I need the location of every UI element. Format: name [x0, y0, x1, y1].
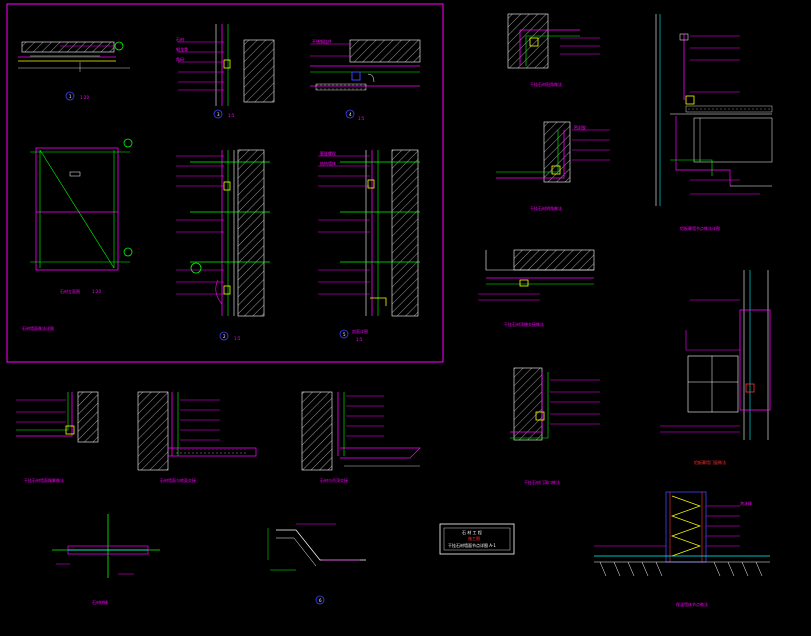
detail-bottom-4: 石材拼缝	[52, 514, 160, 605]
title-block: 石 材 工 程 施工图 干挂石材墙面节点详图 A-1	[439, 523, 515, 555]
title-line1: 石 材 工 程	[462, 529, 482, 535]
detail-5-scale: 1:5	[356, 337, 363, 342]
bot3-title: 保温墙体节点做法	[676, 601, 708, 607]
detail-right-4: 铝板幕墙节点做法详图	[655, 14, 773, 231]
dr4-title: 铝板幕墙节点做法详图	[680, 225, 720, 231]
label-c: 角码	[176, 56, 184, 62]
detail-2-num: 2	[223, 334, 226, 339]
detail-right-3: 干挂石材顶棚交接做法	[478, 249, 595, 327]
detail-1-num: 1	[69, 94, 72, 99]
br1-title: 干挂石材墙面踢脚做法	[24, 477, 64, 483]
detail-3-scale: 1:5	[228, 113, 235, 118]
detail-right-1: 干挂石材阳角做法	[507, 13, 600, 87]
detail-right-6: 干挂石材门洞口做法	[510, 367, 600, 485]
dr2-title: 干挂石材阴角做法	[530, 205, 562, 211]
detail-right-2: 干挂石材阴角做法	[496, 121, 610, 211]
dr1-title: 干挂石材阳角做法	[530, 81, 562, 87]
detail-3-num: 3	[217, 112, 220, 117]
label-g: 密封胶	[574, 124, 586, 130]
material-labels: 石材 钢龙骨 角码 不锈钢挂件 膨胀螺栓 结构墙体 密封胶 泡沫棒	[176, 36, 752, 506]
detail-bottom-2: 石材墙面与地面交接	[137, 391, 257, 483]
detail-4-num: 4	[349, 112, 352, 117]
label-a: 石材	[176, 36, 184, 42]
detail-2-scale: 1:5	[234, 336, 241, 341]
detail-5: 5 剖面详图 1:5	[318, 149, 420, 342]
br5-title: 铝板幕墙门窗做法	[694, 459, 726, 465]
detail-bottom-6: 保温墙体节点做法	[594, 491, 770, 607]
detail-bottom-1: 干挂石材墙面踢脚做法	[16, 391, 99, 483]
elevation-scale: 1:20	[92, 289, 101, 294]
title-line2: 施工图	[468, 535, 480, 541]
detail-4-scale: 1:5	[358, 116, 365, 121]
label-b: 钢龙骨	[176, 46, 188, 52]
detail-5-num: 5	[343, 332, 346, 337]
detail-4: 4 1:5	[310, 39, 421, 121]
elevation-title: 石材立面图	[60, 288, 80, 294]
stone-elevation: 石材立面图 1:20 石材墙面做法详图	[22, 138, 133, 331]
label-f: 结构墙体	[320, 160, 336, 166]
sheet-border	[6, 3, 444, 363]
detail-3: 3 1:5	[178, 24, 275, 119]
detail-right-5: 铝板幕墙门窗做法	[660, 270, 771, 465]
br3-title: 石材与吊顶交接	[320, 477, 348, 483]
title-line3: 干挂石材墙面节点详图 A-1	[448, 542, 496, 548]
detail-1-scale: 1:20	[80, 95, 89, 100]
bot2-num: 6	[319, 598, 322, 603]
detail-1-marker	[65, 91, 75, 101]
detail-1: 1 1:20	[18, 41, 130, 101]
bot1-title: 石材拼缝	[92, 599, 108, 605]
detail-2: 2 1:5	[176, 149, 270, 341]
br4-title: 干挂石材门洞口做法	[524, 479, 560, 485]
sheet-note: 石材墙面做法详图	[22, 325, 54, 331]
br2-title: 石材墙面与地面交接	[160, 477, 196, 483]
label-e: 膨胀螺栓	[320, 150, 336, 156]
detail-bottom-3: 石材与吊顶交接	[301, 391, 421, 483]
detail-bottom-5: 6	[267, 523, 366, 605]
label-d: 不锈钢挂件	[312, 38, 332, 44]
detail-5-title: 剖面详图	[352, 328, 368, 334]
dr3-title: 干挂石材顶棚交接做法	[504, 321, 544, 327]
label-h: 泡沫棒	[740, 500, 752, 506]
